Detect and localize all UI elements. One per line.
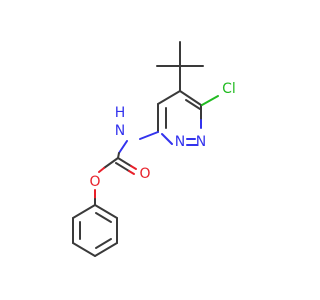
bond-o-ester-part (98, 167, 105, 173)
phenyl-ring (72, 204, 118, 257)
bond-c3-nh (139, 131, 159, 140)
bond-ph-6-1 (94, 204, 118, 219)
carbamate-linker: N H O O (89, 105, 159, 206)
bond-c5-c6 (179, 90, 202, 106)
tert-butyl-group (156, 41, 204, 92)
bond-ph-4-5-double (95, 238, 112, 249)
ester-oxygen-label: O (89, 174, 100, 190)
chemical-structure: Cl N N N H O O (72, 41, 236, 257)
bond-n2-c3 (161, 133, 173, 145)
bond-ph-4-5 (94, 242, 118, 257)
chlorine-label: Cl (222, 81, 236, 97)
bond-ph-6-1-double (95, 212, 112, 223)
bond-c6-cl (201, 95, 219, 106)
ring-nitrogens: N N (175, 134, 206, 150)
bond-ph-1-2 (72, 204, 96, 219)
carbonyl-oxygen-label: O (139, 166, 150, 182)
bond-carbonyl-o-double-b (115, 162, 130, 172)
bond-carbonyl-o-part-b (128, 170, 135, 175)
nitrogen-n1-label: N (196, 134, 206, 150)
nitrogen-n2-label: N (175, 134, 185, 150)
bond-carbonyl-o-double-a (117, 157, 132, 167)
nh-hydrogen-label: H (115, 105, 126, 121)
bond-c4-c5 (157, 90, 181, 105)
pyridazine-ring (157, 90, 202, 146)
nh-nitrogen-label: N (115, 123, 125, 139)
bond-carbonyl-o-ester (103, 157, 119, 169)
bond-carbonyl-o-part-a (130, 165, 137, 170)
bond-c5-c6-double (185, 99, 201, 110)
bond-ph-3-4 (72, 242, 96, 257)
chloro-substituent: Cl (201, 81, 236, 106)
bond-nh-carbonyl (118, 140, 128, 154)
